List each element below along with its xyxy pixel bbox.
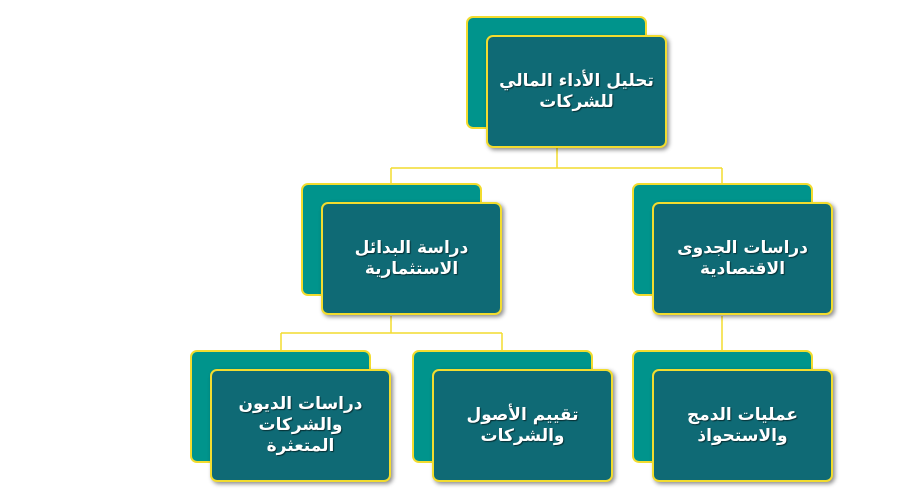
node-root-front-box: تحليل الأداء المالي للشركات bbox=[486, 35, 667, 148]
node-investment-front-box: دراسة البدائل الاستثمارية bbox=[321, 202, 502, 315]
node-debt-front-box: دراسات الديون والشركات المتعثرة bbox=[210, 369, 391, 482]
node-investment-label: دراسة البدائل الاستثمارية bbox=[354, 237, 469, 279]
node-mergers-label: عمليات الدمج والاستحواذ bbox=[686, 404, 799, 446]
node-valuation-front-box: تقييم الأصول والشركات bbox=[432, 369, 613, 482]
node-debt-label: دراسات الديون والشركات المتعثرة bbox=[238, 394, 363, 456]
node-valuation-label: تقييم الأصول والشركات bbox=[466, 404, 579, 446]
node-feasibility-front-box: دراسات الجدوى الاقتصادية bbox=[652, 202, 833, 315]
node-feasibility-label: دراسات الجدوى الاقتصادية bbox=[677, 237, 808, 279]
node-root-label: تحليل الأداء المالي للشركات bbox=[499, 70, 654, 112]
node-mergers-front-box: عمليات الدمج والاستحواذ bbox=[652, 369, 833, 482]
